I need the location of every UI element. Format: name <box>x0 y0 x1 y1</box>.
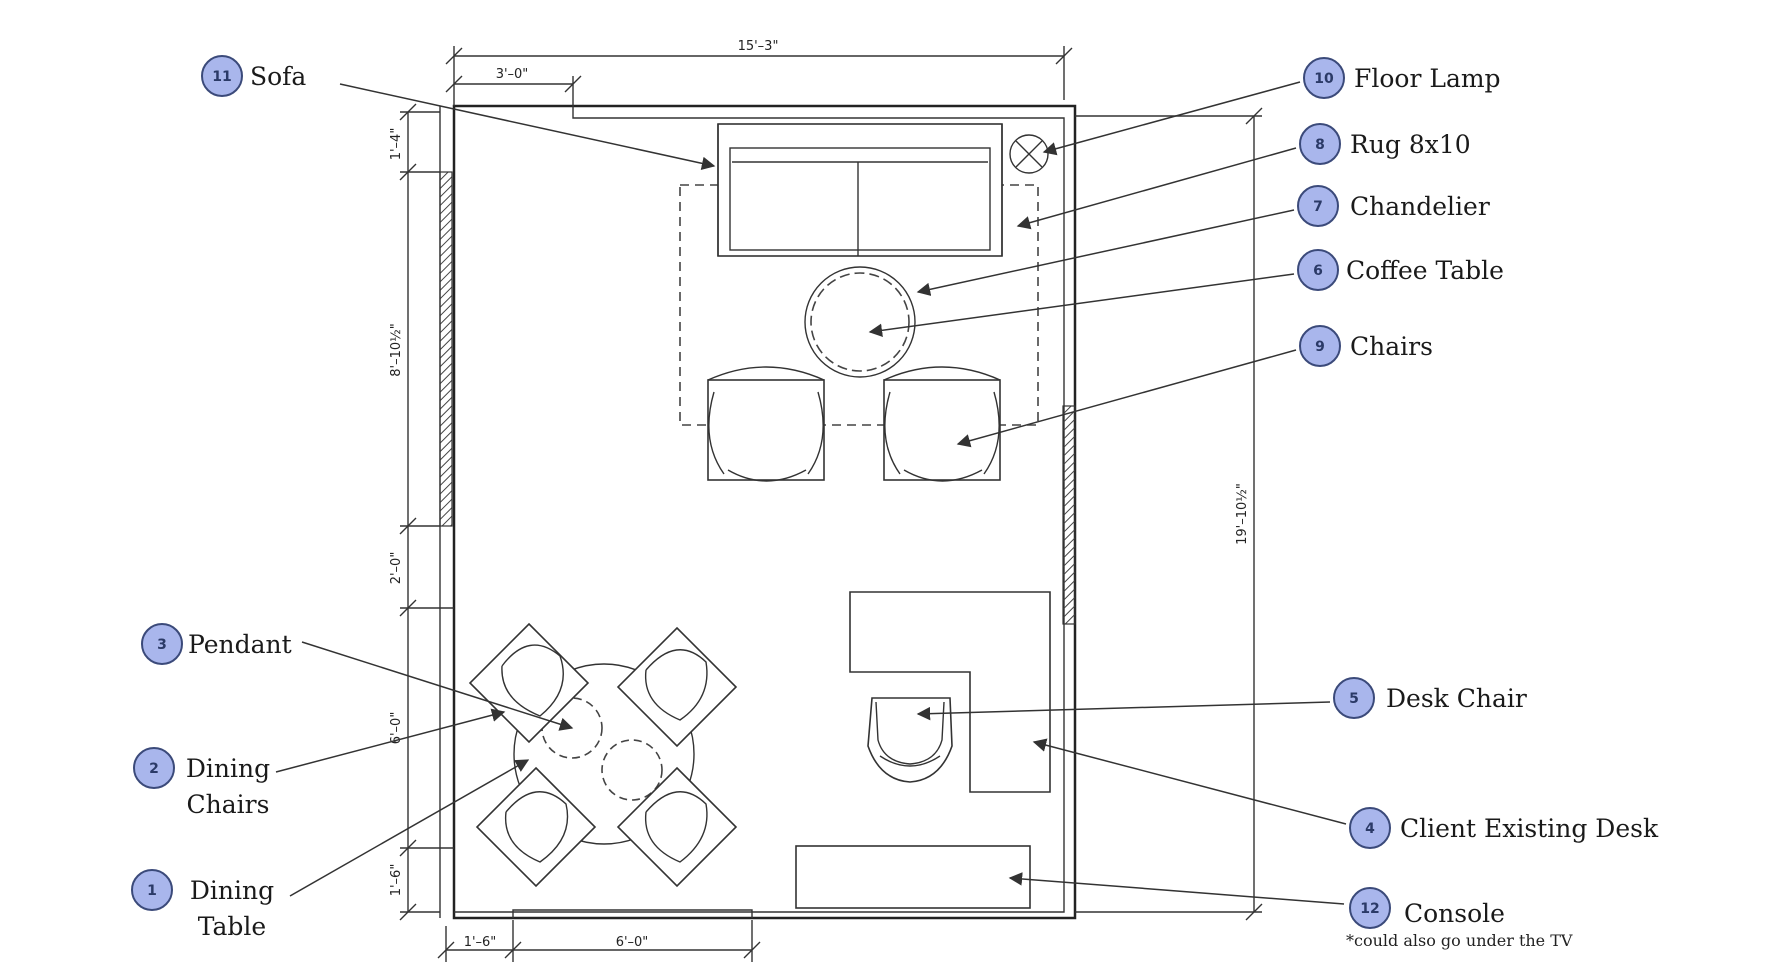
callout-dining-table: 1 Dining Table <box>131 869 274 941</box>
dining-chair-bottom-right <box>616 766 738 888</box>
callout-label: Floor Lamp <box>1354 64 1501 93</box>
dim-top-overall: 15'–3" <box>738 39 779 54</box>
dim-left-lower: 6'–0" <box>389 712 404 745</box>
callout-badge <box>141 623 183 665</box>
callout-number: 12 <box>1360 901 1379 917</box>
callout-number: 7 <box>1313 199 1323 215</box>
console <box>795 845 1031 909</box>
leader-dining-chairs <box>275 708 506 773</box>
callout-label: Console <box>1404 899 1505 928</box>
lounge-chair-right <box>883 366 1001 482</box>
callout-badge <box>133 747 175 789</box>
callout-label: Rug 8x10 <box>1350 130 1471 159</box>
callout-number: 9 <box>1315 339 1325 355</box>
callout-badge <box>1297 185 1339 227</box>
callout-number: 6 <box>1313 263 1323 279</box>
callout-number: 2 <box>149 761 159 777</box>
callout-label: Chairs <box>1350 332 1433 361</box>
callout-label: Dining <box>190 876 274 905</box>
dining-chair-top-right <box>616 626 738 748</box>
leader-arrows <box>275 81 1347 905</box>
callout-number: 11 <box>212 69 231 85</box>
callout-pendant: 3 Pendant <box>141 623 292 665</box>
callout-label: Dining <box>186 754 270 783</box>
callout-label: Desk Chair <box>1386 684 1527 713</box>
callout-badge <box>1349 807 1391 849</box>
dining-chair-bottom-left <box>475 766 597 888</box>
leader-rug <box>1016 147 1297 230</box>
callout-label-line2: Table <box>198 912 266 941</box>
callout-badge <box>1333 677 1375 719</box>
callout-label: Chandelier <box>1350 192 1490 221</box>
dim-top-offset: 3'–0" <box>496 67 529 82</box>
callout-label-line2: Chairs <box>187 790 270 819</box>
callout-badge <box>1299 123 1341 165</box>
callout-coffee-table: 6 Coffee Table <box>1297 249 1504 291</box>
callout-label: Client Existing Desk <box>1400 814 1659 843</box>
coffee-table <box>804 266 916 378</box>
dimension-labels: 15'–3" 3'–0" 1'–4" 8'–10½" 2'–0" 6'–0" 1… <box>389 39 1250 950</box>
callout-badge <box>1303 57 1345 99</box>
callout-badge <box>1297 249 1339 291</box>
dim-bottom-door: 6'–0" <box>616 935 649 950</box>
callout-client-desk: 4 Client Existing Desk <box>1349 807 1659 849</box>
dim-right-overall: 19'–10½" <box>1235 483 1250 545</box>
leader-floor-lamp <box>1042 81 1301 156</box>
callout-label: Sofa <box>250 62 306 91</box>
lounge-chair-left <box>707 366 825 482</box>
callout-badge <box>201 55 243 97</box>
callout-number: 8 <box>1315 137 1325 153</box>
console-note: *could also go under the TV <box>1346 931 1573 950</box>
room-walls <box>439 104 1077 920</box>
floor-lamp <box>1009 134 1049 174</box>
leader-sofa <box>339 83 716 170</box>
leader-dining-table <box>289 759 530 897</box>
callout-dining-chairs: 2 Dining Chairs <box>133 747 270 819</box>
client-desk <box>849 591 1051 793</box>
dim-left-mid: 2'–0" <box>389 552 404 585</box>
callout-number: 1 <box>147 883 157 899</box>
dining-chair-top-left <box>468 622 590 744</box>
callout-number: 10 <box>1314 71 1334 87</box>
leader-pendant <box>301 641 574 731</box>
dimension-lines <box>399 46 1263 962</box>
leader-client-desk <box>1032 738 1347 825</box>
callout-badge <box>1349 887 1391 929</box>
callout-desk-chair: 5 Desk Chair <box>1333 677 1527 719</box>
leader-chandelier <box>916 209 1295 297</box>
leader-chairs <box>956 349 1297 448</box>
callout-badge <box>1299 325 1341 367</box>
dim-left-window: 8'–10½" <box>389 323 404 376</box>
callout-chairs: 9 Chairs <box>1299 325 1433 367</box>
callout-number: 3 <box>157 637 167 653</box>
desk-chair <box>867 697 953 783</box>
callout-number: 4 <box>1365 821 1375 837</box>
callout-label: Coffee Table <box>1346 256 1504 285</box>
callout-badge <box>131 869 173 911</box>
leader-console <box>1008 872 1345 905</box>
callout-sofa: 11 Sofa <box>201 55 306 97</box>
leader-coffee-table <box>868 273 1295 338</box>
callout-chandelier: 7 Chandelier <box>1297 185 1490 227</box>
callout-label: Pendant <box>188 630 292 659</box>
callout-console: 12 Console *could also go under the TV <box>1346 887 1573 950</box>
callout-rug: 8 Rug 8x10 <box>1299 123 1471 165</box>
dim-bottom-left: 1'–6" <box>464 935 497 950</box>
dim-left-top: 1'–4" <box>389 128 404 161</box>
dim-left-bottom: 1'–6" <box>389 864 404 897</box>
callout-number: 5 <box>1349 691 1359 707</box>
leader-desk-chair <box>916 701 1331 721</box>
callout-floor-lamp: 10 Floor Lamp <box>1303 57 1501 99</box>
sofa <box>717 123 1003 257</box>
